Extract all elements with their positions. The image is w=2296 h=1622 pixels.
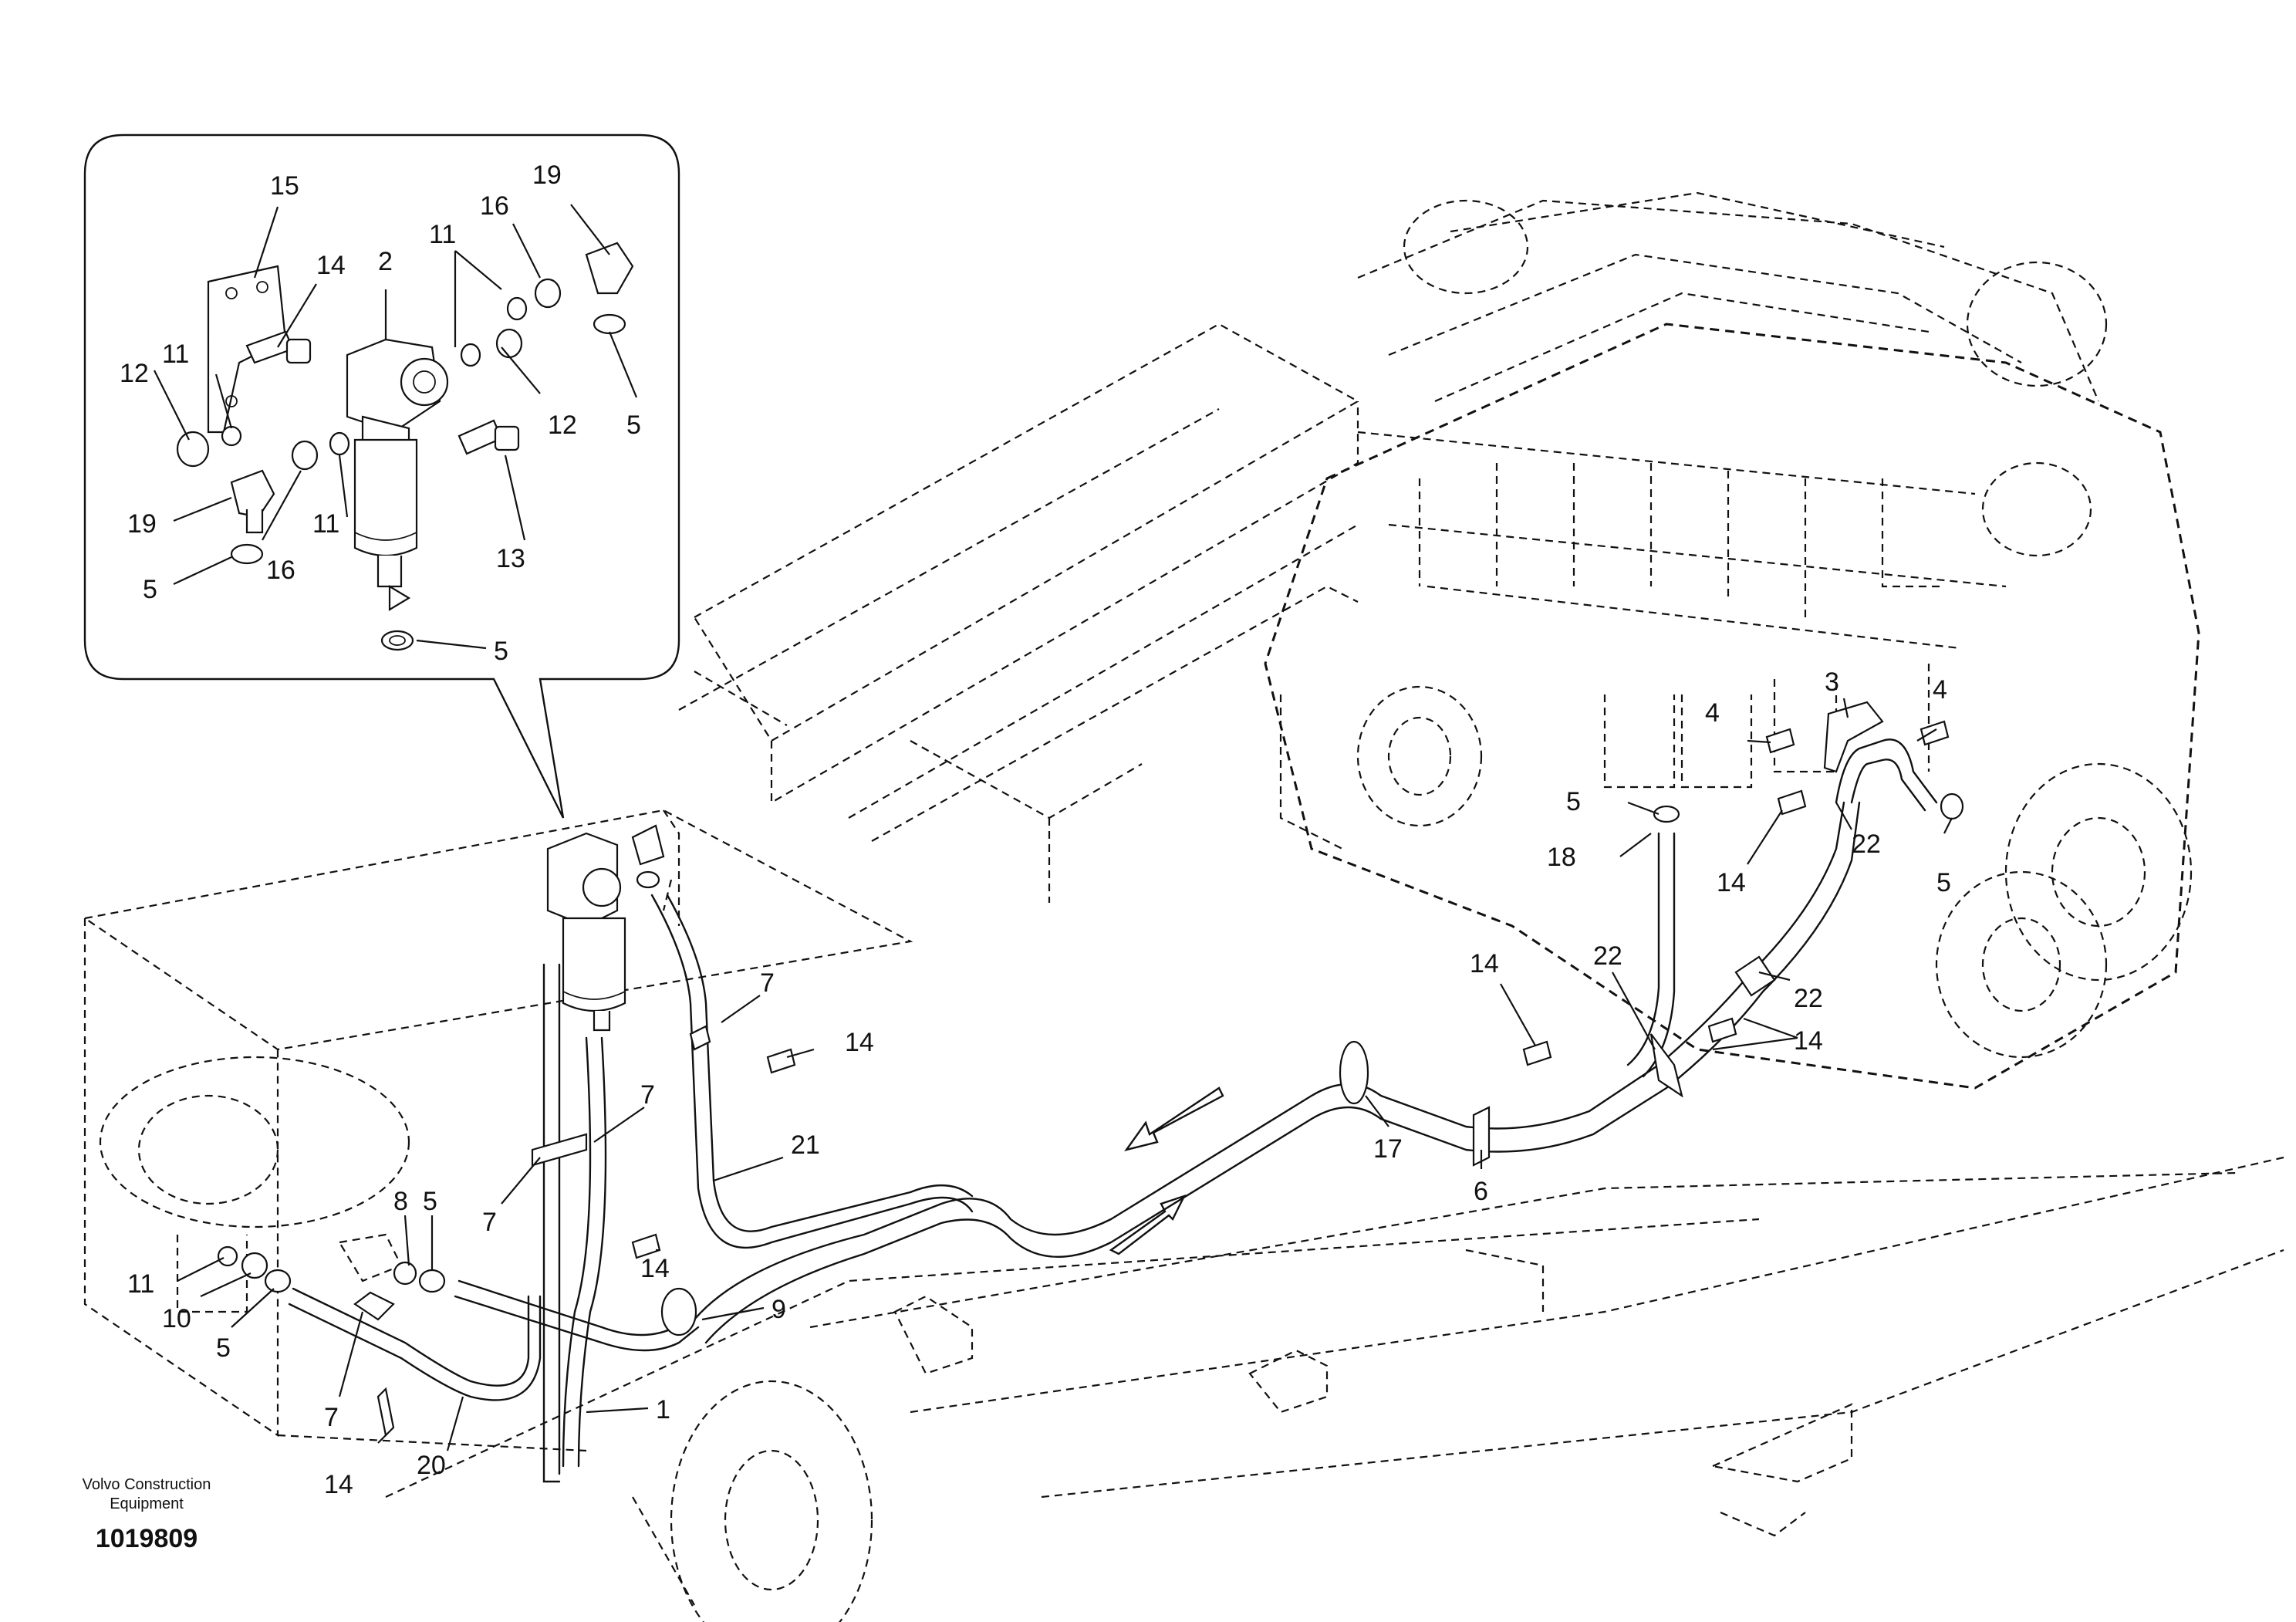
label-14-a: 14 xyxy=(845,1028,874,1057)
inset-label-5-right: 5 xyxy=(626,411,641,440)
label-14-b: 14 xyxy=(640,1254,670,1283)
inset-label-2: 2 xyxy=(378,247,393,276)
label-8: 8 xyxy=(393,1187,408,1216)
footer-company-line1: Volvo Construction xyxy=(83,1476,211,1493)
engine-outline xyxy=(1264,191,2200,1090)
label-10: 10 xyxy=(162,1304,191,1333)
label-7-c: 7 xyxy=(482,1208,497,1237)
inset-label-19-left: 19 xyxy=(127,509,157,539)
footer-drawing-number: 1019809 xyxy=(96,1524,198,1553)
label-9: 9 xyxy=(772,1295,786,1324)
inset-label-12-right: 12 xyxy=(548,411,577,440)
label-7-b: 7 xyxy=(640,1080,655,1110)
inset-label-15: 15 xyxy=(270,171,299,201)
label-21: 21 xyxy=(791,1130,820,1160)
label-5-a: 5 xyxy=(423,1187,437,1216)
inset-label-16-top: 16 xyxy=(480,191,509,221)
label-22-a: 22 xyxy=(1593,941,1622,971)
inset-callout-frame xyxy=(83,133,680,819)
label-5-d: 5 xyxy=(1936,868,1951,897)
label-14-e: 14 xyxy=(1794,1026,1823,1056)
label-14-f: 14 xyxy=(1717,868,1746,897)
label-18: 18 xyxy=(1547,843,1576,872)
inset-leader-lines xyxy=(154,204,638,650)
fuel-hoses xyxy=(288,738,1938,1483)
inset-label-group: 15 14 2 11 16 19 11 12 12 5 11 19 16 11 … xyxy=(120,161,641,666)
inset-label-12-left: 12 xyxy=(120,359,149,388)
inset-label-13: 13 xyxy=(496,544,525,573)
inset-label-14: 14 xyxy=(316,251,346,280)
inset-label-11-mid: 11 xyxy=(312,509,339,539)
inset-label-5-bottom: 5 xyxy=(494,637,508,666)
label-5-b: 5 xyxy=(216,1333,231,1363)
main-leader-lines xyxy=(177,698,1953,1451)
label-20: 20 xyxy=(417,1451,446,1480)
inset-label-11-top: 11 xyxy=(429,220,456,249)
label-3: 3 xyxy=(1825,667,1839,697)
flow-arrows xyxy=(1109,1086,1224,1255)
clamps xyxy=(217,701,1964,1438)
inset-label-16-left: 16 xyxy=(266,556,295,585)
label-1: 1 xyxy=(656,1395,670,1424)
label-4-b: 4 xyxy=(1933,675,1947,705)
label-6: 6 xyxy=(1474,1177,1488,1206)
installed-fuel-filter xyxy=(546,809,680,1032)
main-label-group: 7 14 21 7 7 8 5 11 10 5 7 14 20 14 1 9 1… xyxy=(127,667,1951,1499)
machine-frame-outline xyxy=(83,323,2284,1622)
label-17: 17 xyxy=(1373,1134,1403,1164)
label-14-d: 14 xyxy=(1470,949,1499,978)
inset-label-5-left: 5 xyxy=(143,575,157,604)
label-4-a: 4 xyxy=(1705,698,1720,728)
label-7-a: 7 xyxy=(760,968,775,998)
label-5-c: 5 xyxy=(1566,787,1581,816)
label-22-b: 22 xyxy=(1794,984,1823,1013)
label-7-d: 7 xyxy=(324,1403,339,1432)
footer-company-line2: Equipment xyxy=(110,1495,184,1512)
label-14-c: 14 xyxy=(324,1470,353,1499)
label-22-c: 22 xyxy=(1852,830,1881,859)
inset-label-19-top: 19 xyxy=(532,161,562,190)
drawing-footer: Volvo Construction Equipment 1019809 xyxy=(83,1476,211,1553)
inset-label-11-left: 11 xyxy=(162,340,189,369)
inset-fuel-filter-parts xyxy=(176,242,634,651)
label-11: 11 xyxy=(127,1269,154,1299)
